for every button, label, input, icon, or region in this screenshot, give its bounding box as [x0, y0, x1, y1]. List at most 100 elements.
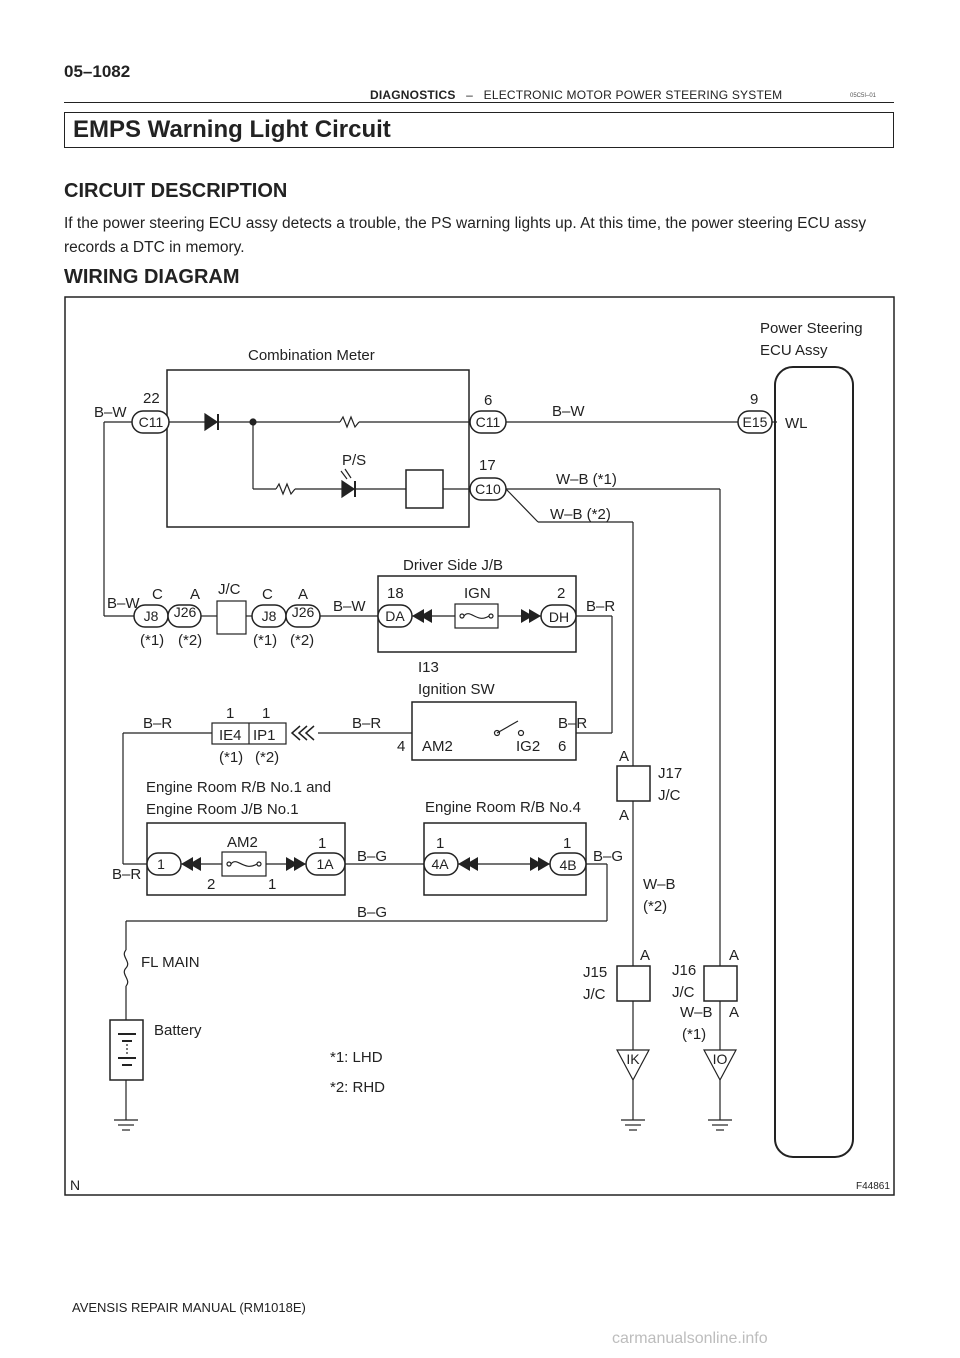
variant-1-b: (*1)	[253, 632, 277, 649]
wire-wb-j17: W–B	[643, 876, 676, 893]
pin-1-am2: 1	[268, 876, 276, 893]
wire-br-sw: B–R	[558, 715, 587, 732]
pin-a-right: A	[298, 586, 308, 603]
da-text: DA	[385, 608, 405, 624]
dh-text: DH	[549, 609, 569, 625]
ign-fuse-label: IGN	[464, 585, 491, 602]
pin-c-left: C	[152, 586, 163, 603]
title-box: EMPS Warning Light Circuit	[64, 112, 894, 148]
j17-jc-label: J/C	[658, 787, 681, 804]
wire-wb2: W–B (*2)	[550, 506, 611, 523]
er-rb1-label-line1: Engine Room R/B No.1 and	[146, 779, 331, 796]
header-section: DIAGNOSTICS	[370, 88, 456, 102]
wire-bg-right: B–G	[593, 848, 623, 865]
engine-room-rb4-box	[423, 822, 587, 896]
c11-connector-left	[131, 410, 170, 434]
jc-label: J/C	[218, 581, 241, 598]
connector-1a-text: 1A	[316, 856, 334, 872]
variant-2-c: (*2)	[255, 749, 279, 766]
wire-wb1: W–B (*1)	[556, 471, 617, 488]
c10-text: C10	[475, 481, 501, 497]
io-text: IO	[713, 1051, 728, 1067]
pin-6b: 6	[558, 738, 566, 755]
j17-junction	[616, 765, 651, 802]
diagram-frame	[64, 296, 895, 1196]
j15-jc-label: J/C	[583, 986, 606, 1003]
header-rule	[64, 102, 894, 103]
ps-light-label: P/S	[342, 452, 366, 469]
c11-connector-right	[469, 410, 507, 434]
wire-bg-mid: B–G	[357, 848, 387, 865]
wire-br-bottom: B–R	[112, 866, 141, 883]
connector-1-text: 1	[157, 856, 165, 872]
header-separator: –	[466, 88, 474, 102]
wire-bw-ecu: B–W	[552, 403, 585, 420]
pin-9: 9	[750, 391, 758, 408]
pin-a-j16-bottom: A	[729, 1004, 739, 1021]
j8-left-text: J8	[144, 608, 159, 624]
pin-18: 18	[387, 585, 404, 602]
figure-id: F44861	[856, 1181, 890, 1192]
am2-terminal-label: AM2	[422, 738, 453, 755]
ecu-box	[774, 366, 854, 1158]
pin-1-4b: 1	[563, 835, 571, 852]
j26-left-text: J26	[174, 604, 197, 620]
j26-right-text: J26	[292, 604, 315, 620]
pin-a-left: A	[190, 586, 200, 603]
pin-c-right: C	[262, 586, 273, 603]
variant-1-a: (*1)	[140, 632, 164, 649]
pin-1-ip1: 1	[262, 705, 270, 722]
pin-1-ie4: 1	[226, 705, 234, 722]
circuit-description-text: If the power steering ECU assy detects a…	[64, 215, 867, 256]
c11-right-text: C11	[476, 414, 501, 430]
wl-terminal-label: WL	[785, 415, 808, 432]
note-rhd: *2: RHD	[330, 1079, 385, 1096]
battery-label: Battery	[154, 1022, 202, 1039]
header-subsection: ELECTRONIC MOTOR POWER STEERING SYSTEM	[483, 88, 783, 102]
ecu-label-line1: Power Steering	[760, 320, 863, 337]
j16-label: J16	[672, 962, 696, 979]
variant-2-b: (*2)	[290, 632, 314, 649]
driver-jb-label: Driver Side J/B	[403, 557, 503, 574]
variant-2-wb: (*2)	[643, 898, 667, 915]
ignition-switch-box	[411, 701, 577, 761]
fl-main-label: FL MAIN	[141, 954, 200, 971]
j26-connector-left	[167, 604, 202, 628]
wiring-diagram-heading: WIRING DIAGRAM	[64, 266, 240, 288]
io-ground	[703, 1049, 737, 1082]
er-rb4-label: Engine Room R/B No.4	[425, 799, 581, 816]
note-lhd: *1: LHD	[330, 1049, 383, 1066]
j26-connector-right	[285, 604, 321, 628]
pin-a-j16-top: A	[729, 947, 739, 964]
connector-4a-text: 4A	[431, 856, 449, 872]
pin-1-4a: 1	[436, 835, 444, 852]
circuit-description-heading: CIRCUIT DESCRIPTION	[64, 180, 288, 202]
pin-a-j17-top: A	[619, 748, 629, 765]
pin-6: 6	[484, 392, 492, 409]
wire-bg-bottom: B–G	[357, 904, 387, 921]
engine-room-rb1-box	[146, 822, 346, 896]
j15-junction	[616, 965, 651, 1002]
wiring-diagram: Combination Meter Power Steering ECU Ass…	[64, 296, 895, 1196]
j15-label: J15	[583, 964, 607, 981]
e15-connector	[737, 410, 773, 434]
pin-17: 17	[479, 457, 496, 474]
page-title: EMPS Warning Light Circuit	[73, 116, 391, 143]
header-code: 05C5I–01	[850, 93, 877, 99]
ig2-terminal-label: IG2	[516, 738, 540, 755]
wire-bw-jb: B–W	[333, 598, 366, 615]
pin-4: 4	[397, 738, 405, 755]
ie4-label: IE4	[219, 727, 242, 744]
pin-2: 2	[557, 585, 565, 602]
combination-meter-label: Combination Meter	[248, 347, 375, 364]
ip1-label: IP1	[253, 727, 276, 744]
ik-ground	[616, 1049, 650, 1082]
e15-text: E15	[743, 414, 768, 430]
corner-mark: N	[70, 1177, 80, 1193]
j16-jc-label: J/C	[672, 984, 695, 1001]
pin-1-1a: 1	[318, 835, 326, 852]
variant-1-c: (*1)	[219, 749, 243, 766]
running-header: DIAGNOSTICS – ELECTRONIC MOTOR POWER STE…	[370, 88, 782, 102]
combination-meter-box	[166, 369, 470, 528]
j16-junction	[703, 965, 738, 1002]
